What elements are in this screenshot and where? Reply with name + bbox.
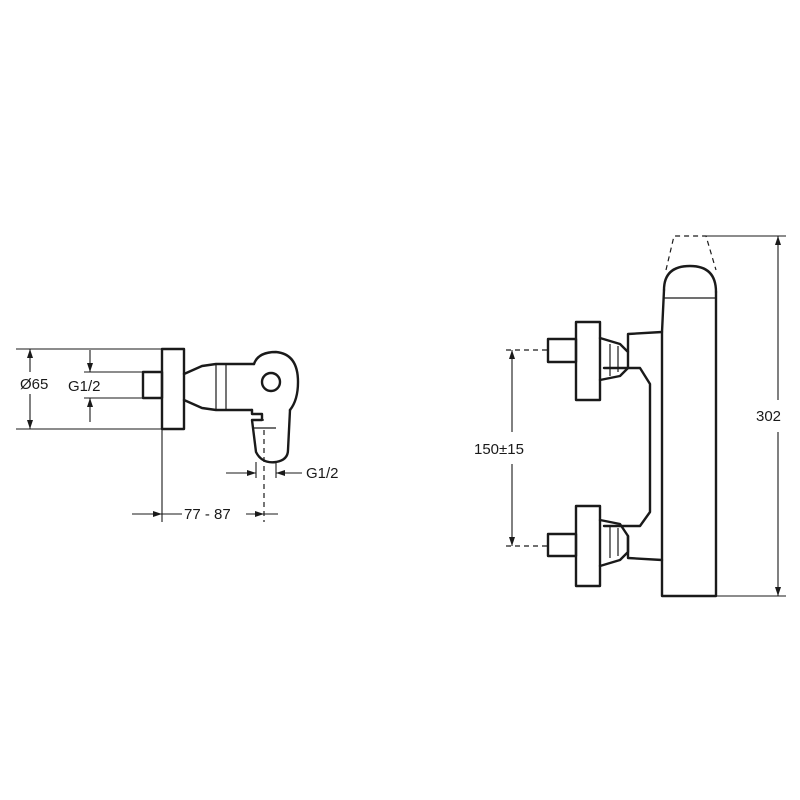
label-height: 302 bbox=[756, 408, 781, 425]
side-connector-ring bbox=[215, 364, 227, 410]
dim-projection-arrow-right bbox=[255, 511, 264, 517]
label-inlet-thread: G1/2 bbox=[68, 378, 101, 395]
front-body-step-bottom bbox=[626, 534, 664, 562]
front-lower-flange bbox=[574, 504, 602, 588]
dim-diameter-arrow-top bbox=[27, 349, 33, 358]
front-upper-stub bbox=[546, 337, 578, 364]
dim-outlet-arrow-right bbox=[276, 470, 285, 476]
side-valve-body bbox=[252, 350, 300, 412]
front-lower-nut-detail bbox=[609, 526, 619, 558]
dim-centers-arrow-top bbox=[509, 350, 515, 359]
side-outlet-nut bbox=[252, 419, 276, 429]
front-body-step-top bbox=[626, 330, 664, 354]
dim-inlet-arrow-bottom bbox=[87, 398, 93, 407]
label-diameter: Ø65 bbox=[20, 376, 48, 393]
dim-inlet-arrow-top bbox=[87, 363, 93, 372]
front-lower-stub bbox=[546, 532, 578, 558]
side-valve-knob bbox=[260, 371, 282, 393]
dim-projection-arrow-left bbox=[153, 511, 162, 517]
label-projection: 77 - 87 bbox=[184, 506, 231, 523]
front-knob bbox=[662, 264, 718, 294]
label-centers: 150±15 bbox=[474, 441, 524, 458]
dim-height-arrow-top bbox=[775, 236, 781, 245]
side-wall-flange bbox=[160, 347, 186, 431]
front-upper-flange bbox=[574, 320, 602, 402]
front-knob-cap-dashed bbox=[665, 235, 717, 271]
front-body bbox=[660, 288, 718, 598]
side-outlet bbox=[250, 408, 292, 464]
dim-outlet-arrow-left bbox=[247, 470, 256, 476]
label-outlet-thread: G1/2 bbox=[306, 465, 339, 482]
side-inlet-stub bbox=[141, 370, 164, 400]
front-upper-nut bbox=[598, 336, 630, 382]
side-view: Ø65 G1/2 G1/2 77 - 87 bbox=[16, 347, 339, 523]
front-connector-arm bbox=[602, 366, 652, 528]
dim-diameter-arrow-bottom bbox=[27, 420, 33, 429]
dim-height-arrow-bottom bbox=[775, 587, 781, 596]
dim-centers-arrow-bottom bbox=[509, 537, 515, 546]
front-upper-nut-detail bbox=[609, 344, 619, 376]
front-view: 150±15 302 bbox=[474, 235, 786, 598]
side-connector-neck bbox=[182, 362, 256, 412]
front-lower-nut bbox=[598, 518, 630, 568]
